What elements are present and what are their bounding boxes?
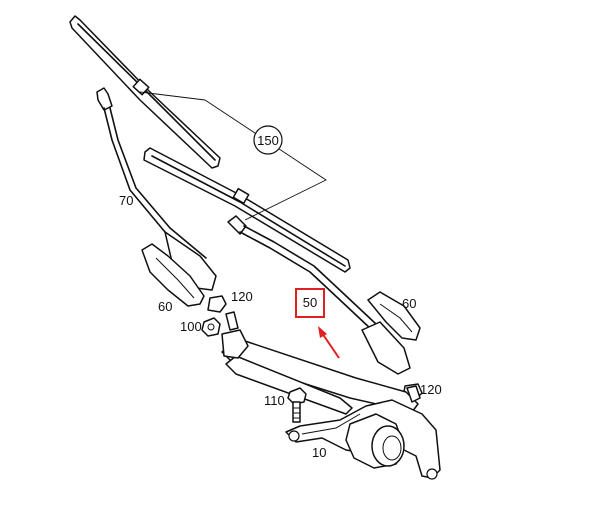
- callout-120-bottom-label: 120: [420, 382, 442, 397]
- callout-60-right-label: 60: [402, 296, 416, 311]
- callout-120-top-label: 120: [231, 289, 253, 304]
- wiper-arm-right: [227, 215, 411, 375]
- hex-nut: [201, 317, 221, 337]
- callout-60-left-label: 60: [158, 299, 172, 314]
- arm-cover-right: [367, 291, 421, 341]
- bolt: [287, 387, 307, 423]
- highlight-arrow: [318, 326, 340, 359]
- callout-70-label: 70: [119, 193, 133, 208]
- wiper-blade-center: [143, 147, 351, 273]
- callout-100-label: 100: [180, 319, 202, 334]
- wiper-arm-left: [96, 87, 217, 291]
- callout-10-label: 10: [312, 445, 326, 460]
- callout-50-highlight: 50: [295, 288, 340, 359]
- callout-150-label: 150: [257, 133, 279, 148]
- callout-150: 150: [253, 125, 283, 155]
- callout-150-leaders: [139, 91, 327, 221]
- callout-110-label: 110: [264, 393, 285, 408]
- highlight-box: [295, 288, 325, 318]
- arm-cover-left: [141, 243, 205, 307]
- wiper-blade-upper: [69, 15, 221, 169]
- wiper-linkage-motor: [221, 311, 441, 480]
- callout-50-label: 50: [303, 295, 317, 310]
- nut-cap-top: [207, 295, 227, 313]
